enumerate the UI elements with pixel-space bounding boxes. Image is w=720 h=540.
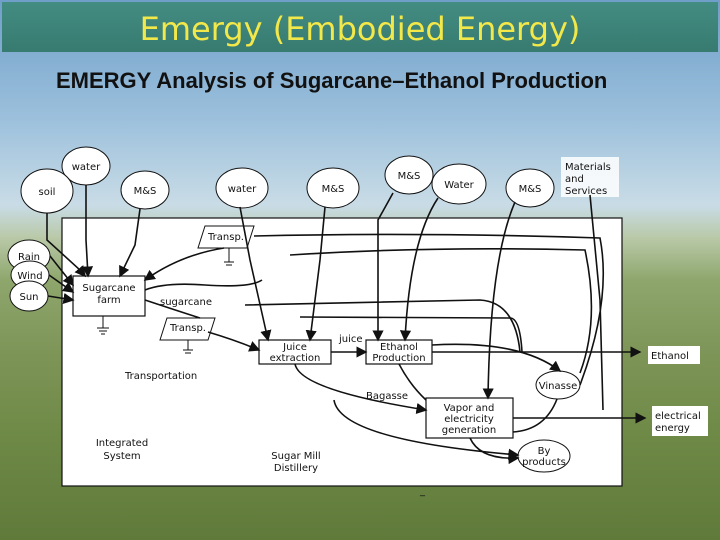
ethanol-box-label-2: Production — [372, 353, 425, 364]
juice-box-label-2: extraction — [270, 353, 321, 364]
transport-top-label: Transp. — [207, 232, 244, 243]
transportation-label: Transportation — [124, 371, 197, 382]
mns-source-2-label: M&S — [322, 184, 345, 195]
rain-source-label: Rain — [18, 252, 40, 263]
juice-box-label-1: Juice — [282, 342, 307, 353]
mill-label-1: Sugar Mill — [271, 451, 320, 462]
bagasse-label: Bagasse — [366, 391, 408, 402]
materials-label-3: Services — [565, 186, 607, 197]
materials-services-box — [561, 157, 619, 197]
mns-source-4-label: M&S — [519, 184, 542, 195]
water-source-3-label: Water — [444, 180, 474, 191]
electrical-output-label-1: electrical — [655, 411, 701, 422]
byproducts-label-1: By — [538, 446, 551, 457]
ethanol-production-box — [365, 339, 433, 365]
water-source-1-label: water — [72, 162, 101, 173]
mill-label-2: Distillery — [274, 463, 318, 474]
mns-source-3-label: M&S — [398, 171, 421, 182]
mns-source-4 — [505, 168, 555, 208]
mns-source-2 — [306, 167, 360, 209]
slide-title: Emergy (Embodied Energy) — [139, 10, 581, 48]
electrical-output-label-2: energy — [655, 423, 690, 434]
footer-mark: _ — [419, 486, 426, 497]
farm-label-1: Sugarcane — [82, 283, 135, 294]
electrical-output-box — [652, 406, 708, 436]
vapor-label-2: electricity — [444, 414, 494, 425]
flow-lines — [46, 185, 647, 465]
vapor-label-1: Vapor and — [444, 403, 495, 414]
byproducts-label-2: products — [522, 457, 566, 468]
vapor-electricity-box — [425, 397, 514, 439]
materials-label-1: Materials — [565, 162, 611, 173]
integrated-system-label-2: System — [103, 451, 140, 462]
mns-source-3 — [384, 155, 434, 195]
vapor-label-3: generation — [442, 425, 496, 436]
transport-middle-label: Transp. — [169, 323, 206, 334]
water-source-2 — [215, 167, 269, 209]
farm-label-2: farm — [97, 295, 120, 306]
sun-source-label: Sun — [19, 292, 38, 303]
materials-label-2: and — [565, 174, 584, 185]
mns-source-1-label: M&S — [134, 186, 157, 197]
water-source-2-label: water — [228, 184, 257, 195]
emergy-diagram: water soil M&S water M&S M&S Water M&S M… — [7, 146, 708, 497]
wind-source-label: Wind — [17, 271, 42, 282]
sugarcane-farm-box — [72, 275, 146, 317]
sugarcane-flow-label: sugarcane — [160, 297, 212, 308]
title-bar — [2, 2, 718, 52]
ethanol-output-label: Ethanol — [651, 351, 689, 362]
ethanol-output-box — [648, 346, 700, 364]
ethanol-box-label-1: Ethanol — [380, 342, 418, 353]
juice-extraction-box — [258, 339, 332, 365]
slide-subtitle: EMERGY Analysis of Sugarcane–Ethanol Pro… — [56, 68, 608, 93]
vinasse-label: Vinasse — [539, 381, 577, 392]
mns-source-1 — [120, 170, 170, 210]
juice-flow-label: juice — [338, 334, 363, 345]
water-source-3 — [431, 163, 487, 205]
soil-source-label: soil — [39, 187, 56, 198]
integrated-system-label-1: Integrated — [96, 438, 148, 449]
